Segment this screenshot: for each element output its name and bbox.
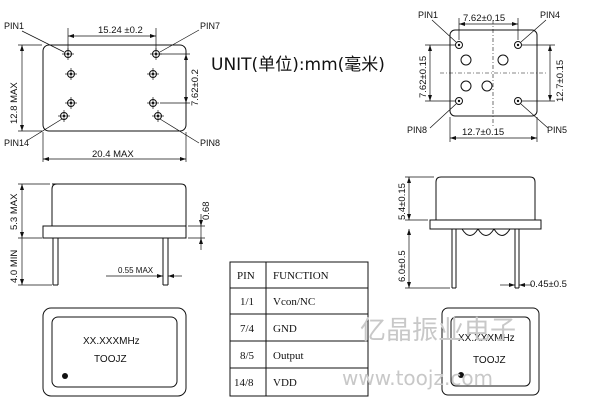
- base-plate: [42, 225, 187, 239]
- overall-width-dimension: 20.4 MAX: [92, 149, 134, 160]
- pin-label-pin7: PIN7: [200, 21, 220, 31]
- side-view-half-size: 5.4±0.15 6.0±0.5 0.45±0.5: [397, 176, 567, 290]
- table-header-pin: PIN: [237, 270, 255, 282]
- pitch-height-dimension: 7.62±0.2: [190, 69, 201, 106]
- pin-label-pin8: PIN8: [407, 125, 427, 135]
- pin-circle: [147, 97, 159, 109]
- table-header-function: FUNCTION: [273, 270, 329, 282]
- lead-thickness-dimension: 0.55 MAX: [118, 266, 154, 275]
- pin-label-pin4: PIN4: [540, 10, 560, 20]
- marking-frequency: XX.XXXMHz: [83, 336, 140, 347]
- unit-note: UNIT(单位):mm(毫米): [211, 55, 385, 75]
- lead-length-dimension: 6.0±0.5: [397, 250, 408, 282]
- pin-circle: [65, 68, 77, 80]
- marking-brand: TOOJZ: [473, 355, 506, 366]
- table-cell-function: Output: [273, 350, 304, 362]
- marking-brand: TOOJZ: [94, 354, 127, 365]
- table-cell-function: GND: [273, 323, 297, 335]
- watermark-company: 亿晶振业电子: [360, 316, 516, 346]
- pin-circle: [58, 110, 70, 122]
- table-cell-function: Vcon/NC: [273, 296, 315, 308]
- body-outline: [435, 176, 536, 221]
- pin-label-pin1: PIN1: [418, 10, 438, 20]
- marking-view-full-size: XX.XXXMHz TOOJZ: [42, 307, 187, 397]
- pin-label-pin14: PIN14: [4, 138, 29, 148]
- pin-function-table: PIN FUNCTION 1/1 Vcon/NC 7/4 GND 8/5 Out…: [229, 261, 369, 397]
- pitch-width-dimension: 15.24 ±0.2: [98, 25, 143, 36]
- lead-dimension: 0.45±0.5: [530, 279, 567, 290]
- pitch-right-dimension: 12.7±0.15: [555, 60, 566, 102]
- marking-frequency: XX.XXXMHz: [458, 333, 515, 344]
- pin-label-pin1: PIN1: [4, 21, 24, 31]
- base-plate: [429, 219, 542, 230]
- marking-view-half-size: XX.XXXMHz TOOJZ: [441, 307, 540, 396]
- pin-circle: [65, 97, 77, 109]
- table-cell-function: VDD: [273, 377, 297, 389]
- pitch-left-dimension: 7.62±0.15: [418, 56, 429, 98]
- package-outline: [42, 44, 187, 132]
- body-height-dimension: 5.4±0.15: [397, 183, 408, 220]
- pin1-dot-icon: [62, 373, 68, 379]
- pin-label-pin5: PIN5: [547, 125, 567, 135]
- watermark-url: www.toojz.com: [342, 366, 493, 390]
- standoff-dimension: 0.68: [201, 202, 212, 221]
- standoff-bump: [461, 228, 479, 236]
- pin-circle: [147, 68, 159, 80]
- top-view-half-size: PIN1 PIN4 PIN8 PIN5 7.62±0.15 7.62±0.15 …: [407, 10, 567, 142]
- overall-height-dimension: 12.8 MAX: [9, 82, 20, 124]
- table-cell-pin: 14/8: [234, 377, 254, 389]
- body-height-dimension: 5.3 MAX: [9, 193, 20, 230]
- side-view-full-size: 5.3 MAX 4.0 MIN 0.68 0.55 MAX: [9, 183, 212, 286]
- body-outline: [51, 183, 187, 227]
- pitch-top-dimension: 7.62±0.15: [463, 13, 505, 24]
- table-cell-pin: 7/4: [240, 323, 255, 335]
- top-view-full-size: PIN1 PIN7 PIN14 PIN8 15.24 ±0.2 7.62±0.2…: [4, 21, 220, 162]
- pin1-dot-icon: [458, 372, 464, 378]
- table-cell-pin: 1/1: [240, 296, 254, 308]
- pitch-bottom-dimension: 12.7±0.15: [462, 127, 504, 138]
- table-cell-pin: 8/5: [240, 350, 255, 362]
- pin-label-pin8: PIN8: [200, 138, 220, 148]
- pin-circle: [152, 110, 164, 122]
- lead-length-dimension: 4.0 MIN: [9, 250, 20, 283]
